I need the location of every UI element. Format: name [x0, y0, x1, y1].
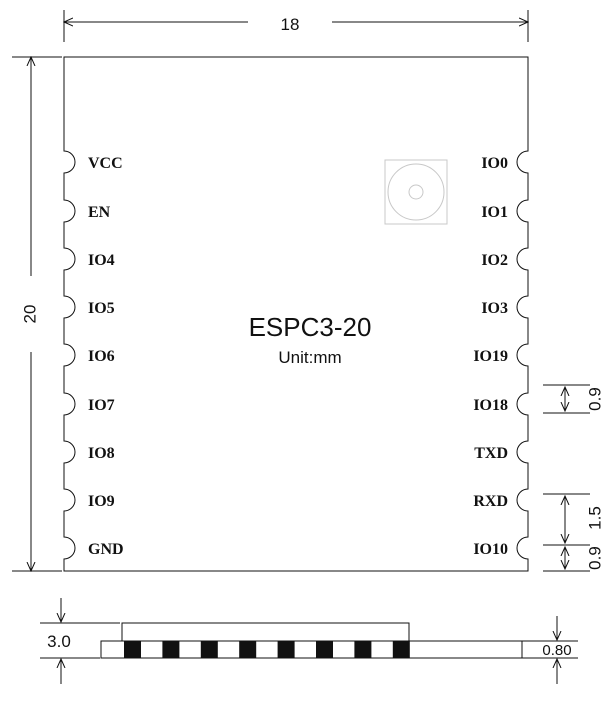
left-pin-label: IO4 [88, 252, 115, 269]
module-outline [63, 56, 529, 572]
width-label: 18 [281, 15, 300, 34]
right-pin-label: IO2 [481, 252, 508, 269]
solder-pad [392, 641, 410, 658]
solder-pad [277, 641, 295, 658]
pcb-thickness-label: 0.80 [542, 642, 571, 659]
right-pin-label: IO19 [473, 348, 508, 365]
pin-pitch-label: 0.9 [585, 387, 604, 411]
left-pin-label: IO6 [88, 348, 115, 365]
pin-edge-label: 0.9 [585, 546, 604, 570]
unit-label: Unit:mm [278, 348, 341, 367]
right-pin-label: RXD [473, 493, 508, 510]
antenna-connector-icon [384, 159, 448, 225]
solder-pad [239, 641, 257, 658]
left-pin-label: IO7 [88, 397, 115, 414]
left-pin-label: GND [88, 541, 124, 558]
solder-pad [200, 641, 218, 658]
solder-pad [316, 641, 333, 658]
right-pin-label: TXD [474, 445, 508, 462]
left-pin-label: EN [88, 204, 111, 221]
right-pin-label: IO0 [481, 155, 508, 172]
height-label: 20 [20, 305, 39, 324]
left-pin-label: VCC [88, 155, 123, 172]
module-thickness-label: 3.0 [47, 632, 71, 651]
pin-edge-dimension: 0.9 [543, 546, 604, 572]
right-pin-label: IO10 [473, 541, 508, 558]
pin-spacing-dimension: 1.5 [543, 493, 604, 546]
solder-pads [124, 641, 410, 658]
right-pin-label: IO1 [481, 204, 508, 221]
module-thickness-dimension: 3.0 [40, 598, 120, 684]
height-dimension: 20 [12, 57, 62, 571]
right-pin-label: IO18 [473, 397, 508, 414]
solder-pad [162, 641, 180, 658]
left-pin-label: IO5 [88, 300, 115, 317]
pin-spacing-label: 1.5 [585, 506, 604, 530]
pcb-board [100, 640, 523, 659]
left-pin-label: IO8 [88, 445, 115, 462]
solder-pad [354, 641, 372, 658]
right-pin-label: IO3 [481, 300, 508, 317]
solder-pad [124, 641, 141, 658]
width-dimension: 18 [64, 10, 528, 42]
pcb-thickness-dimension: 0.80 [522, 616, 578, 684]
side-view [100, 622, 523, 659]
left-pin-label: IO9 [88, 493, 115, 510]
shield-can [121, 622, 410, 642]
pin-pitch-dimension: 0.9 [543, 384, 604, 414]
module-title: ESPC3-20 [249, 312, 372, 342]
